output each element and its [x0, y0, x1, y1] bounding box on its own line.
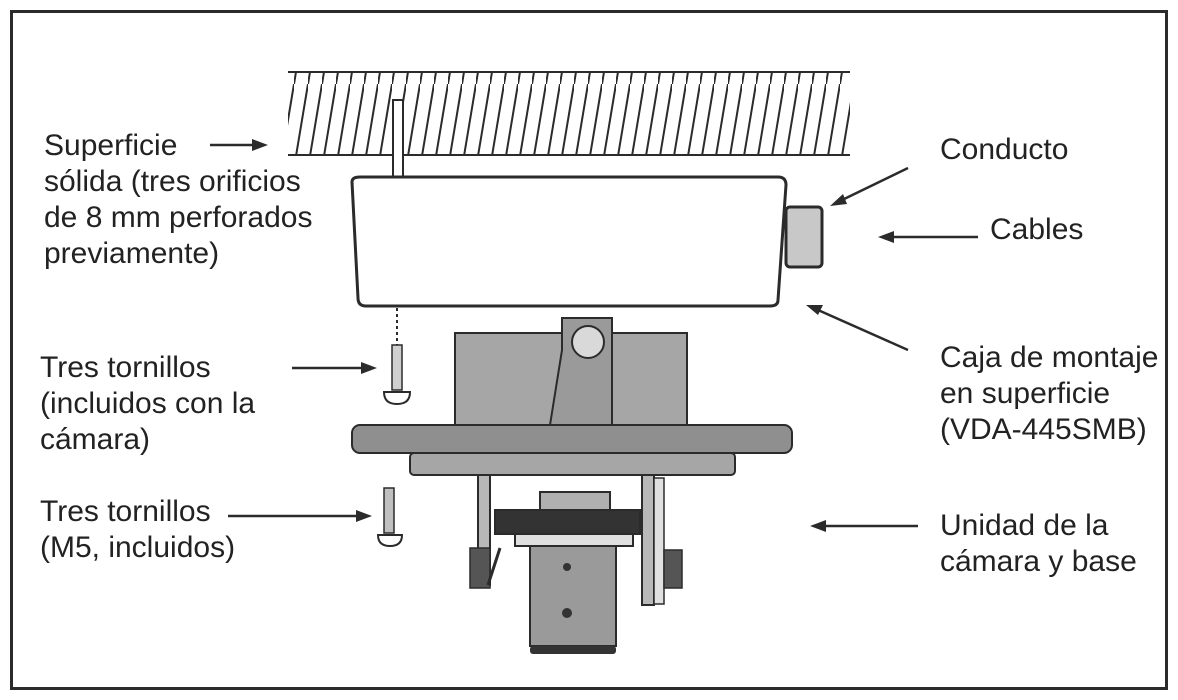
- label-screws-m5: Tres tornillos (M5, incluidos): [40, 495, 236, 564]
- surface-mount-box: [350, 175, 788, 308]
- camera-unit: [469, 474, 683, 654]
- label-cables: Cables: [990, 213, 1084, 246]
- base-plate: [351, 424, 793, 476]
- label-mount-box: Caja de montaje en superficie (VDA-445SM…: [940, 341, 1159, 446]
- label-camera-unit: Unidad de la cámara y base: [940, 509, 1137, 578]
- label-conduit: Conducto: [940, 133, 1069, 166]
- mount-bracket: [454, 317, 688, 426]
- screw-lower: [376, 487, 404, 548]
- ceiling-surface: [288, 71, 850, 156]
- screw-upper: [382, 344, 412, 406]
- ceiling-screw: [392, 99, 404, 179]
- label-screws-camera: Tres tornillos (incluidos con la cámara): [40, 351, 256, 456]
- arrows: [210, 139, 978, 532]
- conduit-fitting: [784, 205, 824, 269]
- label-solid-surface: Superficie sólida (tres orificios de 8 m…: [44, 129, 313, 270]
